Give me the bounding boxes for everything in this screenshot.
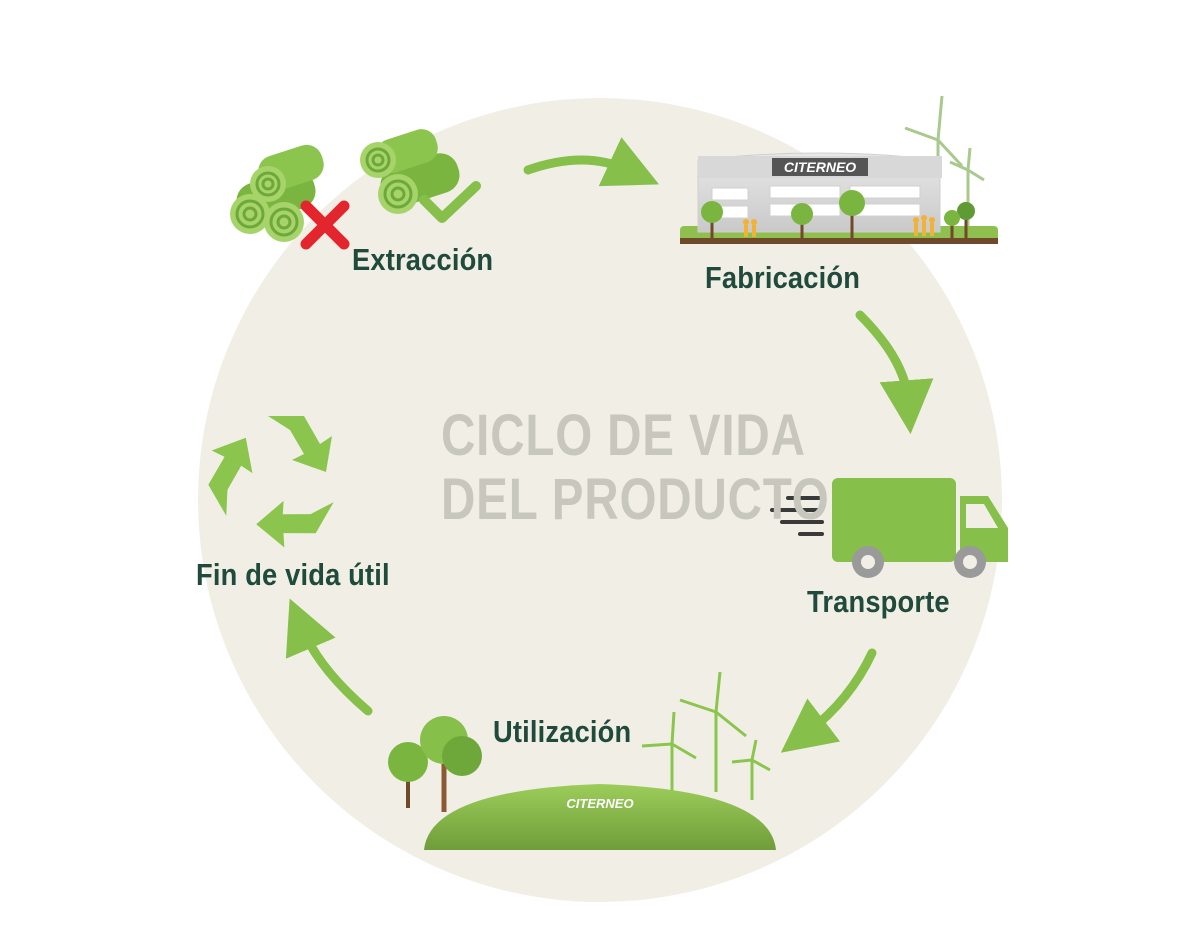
stage-label-extraction: Extracción [352,242,494,277]
cross-icon [300,200,350,250]
factory-brand-logo: CITERNEO [784,159,856,175]
diagram-title-line-1: CICLO DE VIDA [441,403,806,468]
stage-label-manufacturing: Fabricación [705,260,861,295]
rolls-right-icon [360,129,460,214]
speed-lines-icon [770,496,824,536]
tree-icon [701,190,975,240]
rolls-with-cross-and-check-icon [230,129,481,250]
cycle-arrows [285,137,934,753]
delivery-truck-icon [770,478,1008,578]
hill-brand-logo: CITERNEO [566,796,633,811]
check-icon [419,181,481,223]
recycle-icon [208,416,334,548]
arrow-manufacturing-to-transport [855,310,934,435]
people-icon [743,215,935,237]
stage-label-transport: Transporte [807,584,950,619]
wind-turbine-icon [641,671,771,800]
tree-icon [388,716,482,812]
arrow-use-to-end-of-life [285,598,373,716]
factory-with-wind-turbines-icon: CITERNEO [680,95,998,244]
arrow-extraction-to-manufacturing [523,137,660,187]
rolls-left-icon [230,144,324,242]
green-hill-tank-with-trees-icon: CITERNEO [388,671,776,850]
stage-label-end-of-life: Fin de vida útil [196,557,390,592]
stage-label-use: Utilización [493,714,632,749]
arrow-transport-to-use [780,648,877,753]
diagram-title-line-2: DEL PRODUCTO [441,467,830,532]
